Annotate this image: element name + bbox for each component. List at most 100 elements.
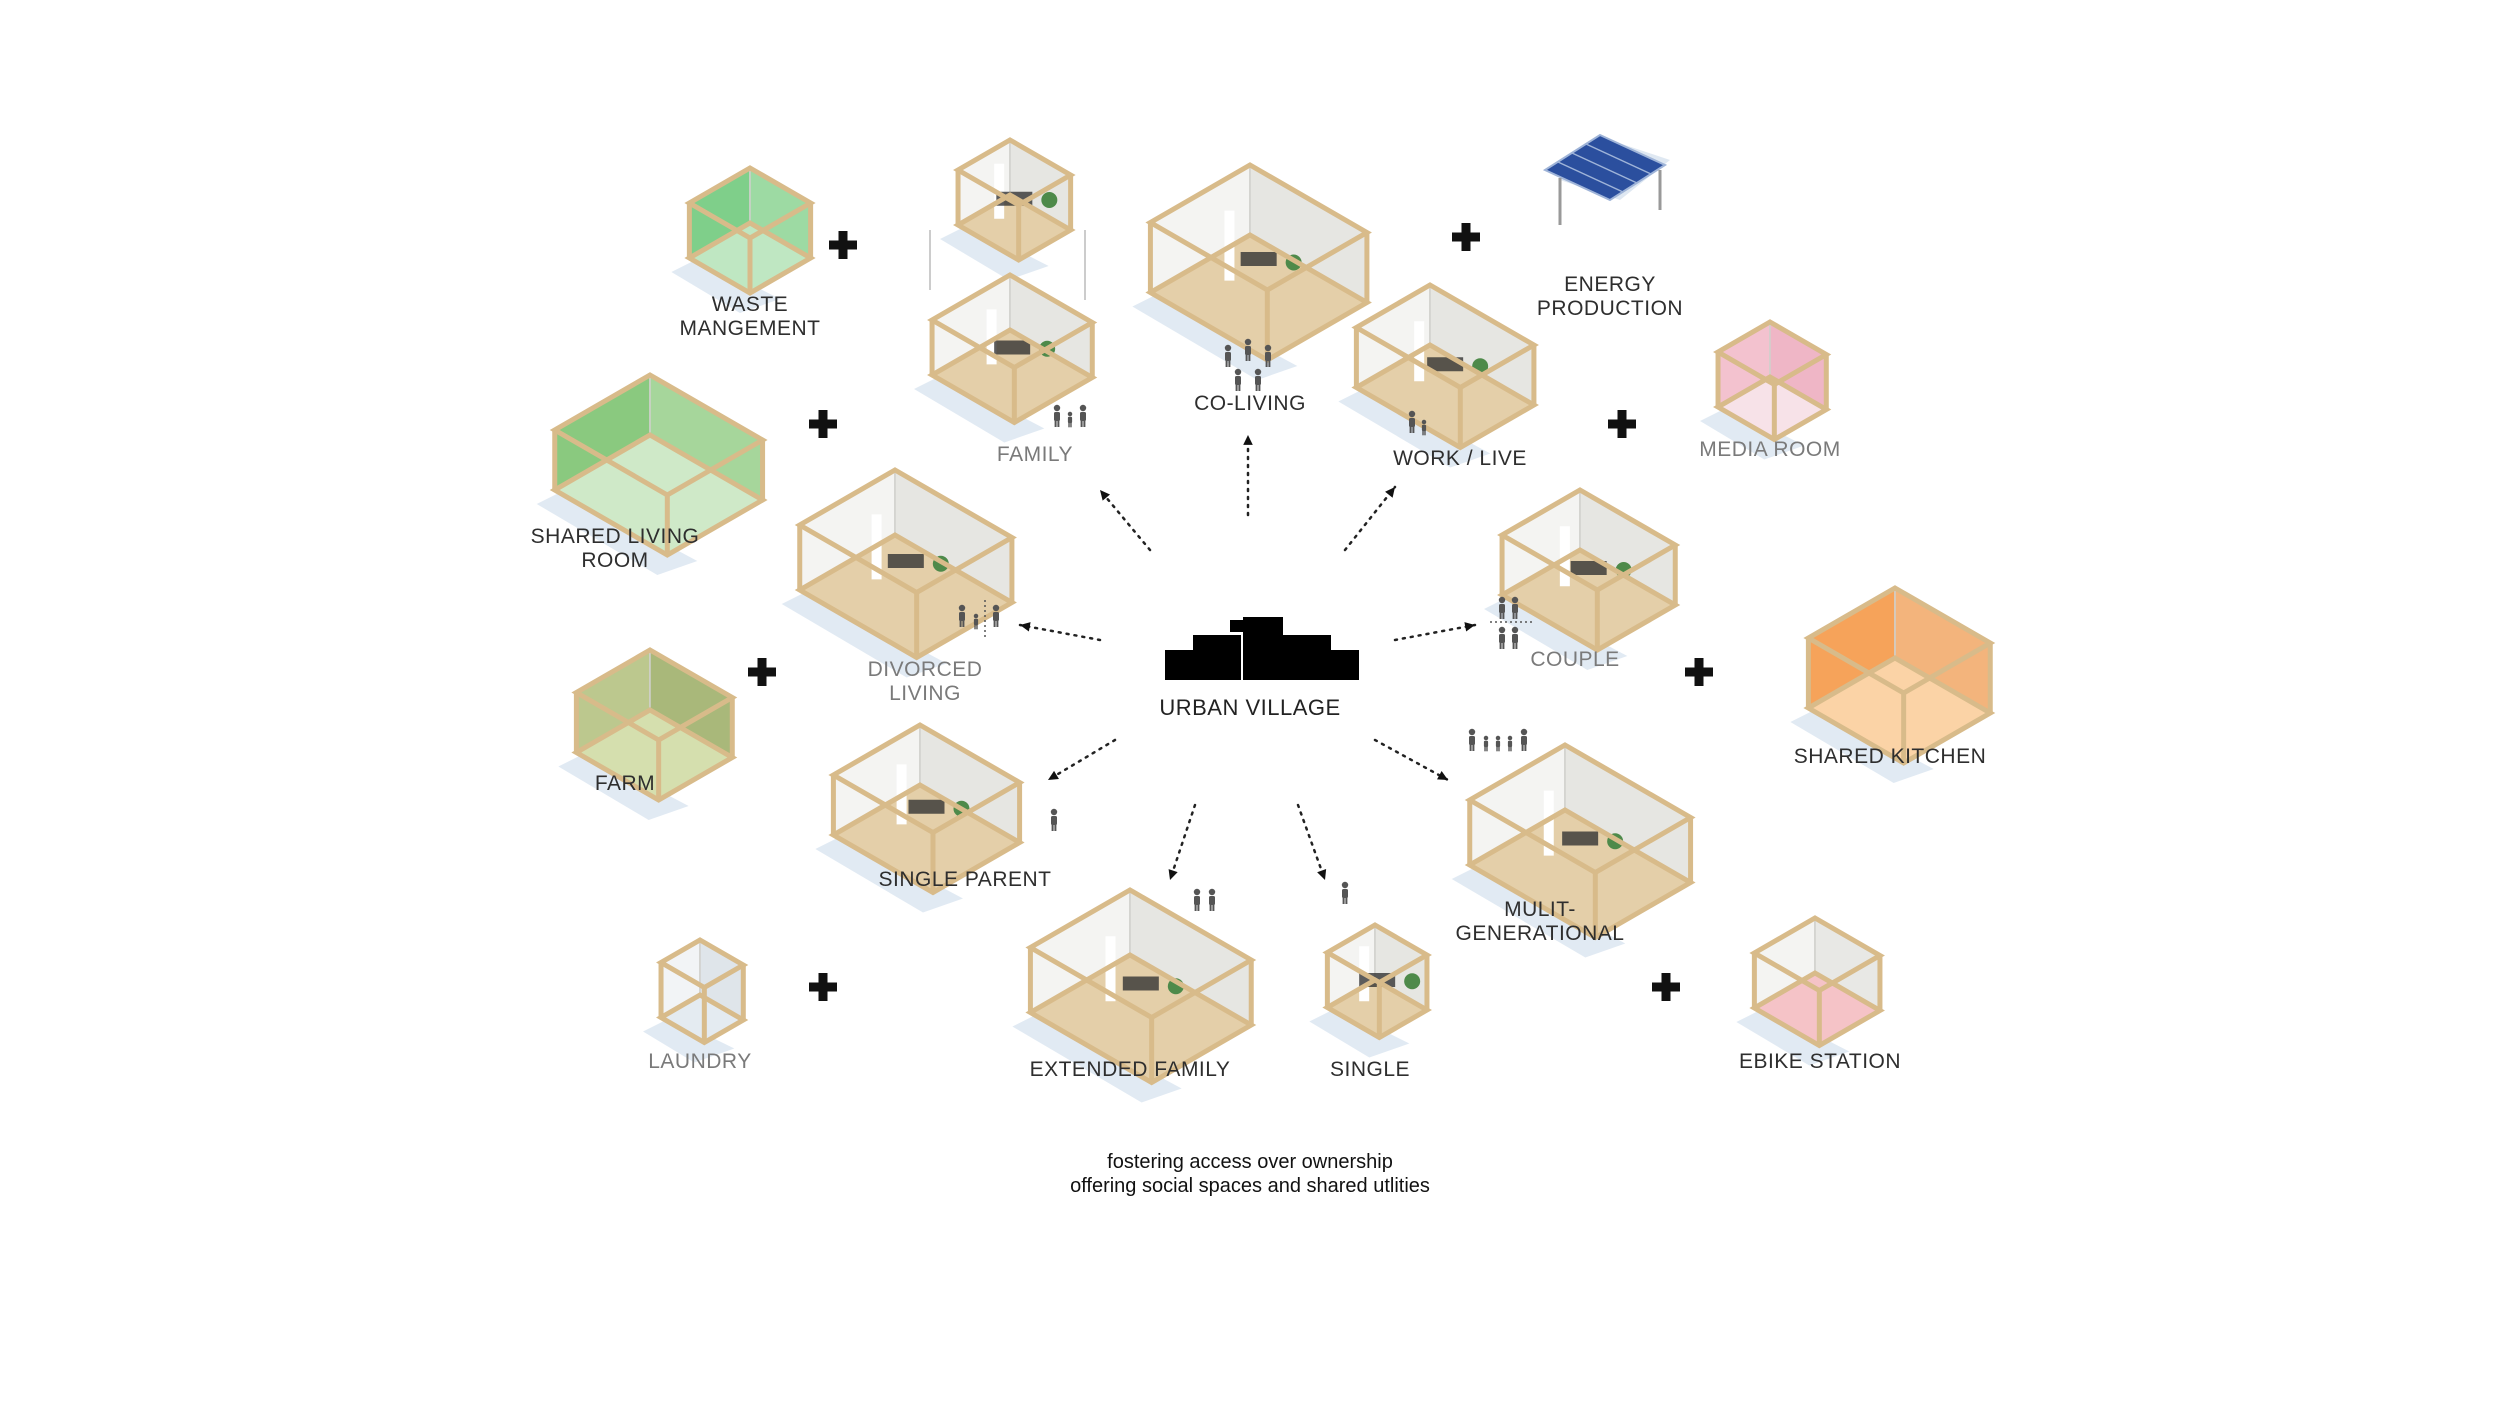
amenity-ebike-station [1736, 918, 1880, 1066]
arrow-to-co-living-head [1243, 435, 1253, 445]
caption-line-1: fostering access over ownership [950, 1150, 1550, 1174]
unit-family-lower [914, 275, 1092, 443]
single-parent-people-icon-leg [1052, 824, 1054, 831]
co-living-people-icon-leg [1238, 384, 1240, 391]
unit-multi-generational-furniture [1562, 832, 1598, 846]
label-shared-kitchen: SHARED KITCHEN [1780, 745, 2000, 769]
multi-gen-people-icon-leg [1472, 744, 1474, 751]
couple-people-icon-leg [1500, 612, 1502, 619]
extended-family-people-icon-body [1209, 896, 1215, 905]
family-people-icon-body [1080, 412, 1086, 421]
arrow-to-single [1298, 805, 1326, 880]
arrow-to-extended-family-head [1169, 869, 1178, 880]
multi-gen-people-icon-head [1469, 729, 1475, 735]
plus-kitchen-v [1695, 658, 1704, 686]
plus-waste [829, 231, 857, 259]
extended-family-people-icon-leg [1212, 904, 1214, 911]
label-single: SINGLE [1300, 1058, 1440, 1082]
family-people-icon [1054, 405, 1060, 427]
family-people-icon-head [1080, 405, 1086, 411]
unit-divorced-living [782, 470, 1012, 678]
multi-gen-people-icon-body [1508, 741, 1512, 747]
arrow-to-co-living [1243, 435, 1253, 515]
plus-ebike [1652, 973, 1680, 1001]
multi-gen-people-icon-leg [1486, 746, 1487, 751]
arrow-to-work-live-line [1345, 487, 1395, 550]
multi-gen-people-icon-body [1469, 736, 1475, 745]
plus-kitchen [1685, 658, 1713, 686]
single-parent-people-icon-body [1051, 816, 1057, 825]
work-live-people-icon-head [1409, 411, 1415, 417]
work-live-people-icon-leg [1410, 426, 1412, 433]
work-live-people-icon-leg [1422, 430, 1423, 435]
arrow-to-single-line [1298, 805, 1325, 880]
unit-extended-family-furniture [1123, 977, 1159, 991]
couple-people-icon [1512, 627, 1518, 649]
family-people-icon-leg [1068, 422, 1069, 427]
extended-family-people-icon-leg [1210, 904, 1212, 911]
multi-gen-people-icon-head [1508, 736, 1512, 740]
arrow-to-single-parent-line [1048, 740, 1115, 780]
plus-laundry-v [819, 973, 828, 1001]
plus-media-room-v [1618, 410, 1627, 438]
divorced-people-icon [993, 605, 999, 627]
arrow-to-couple [1395, 622, 1475, 640]
urban-village-skyline [1165, 617, 1359, 680]
couple-people-icon-body [1512, 634, 1518, 643]
single-people-icon-head [1342, 882, 1348, 888]
plus-energy [1452, 223, 1480, 251]
family-people-icon-body [1054, 412, 1060, 421]
co-living-people-icon-body [1245, 346, 1251, 355]
couple-people-icon-leg [1502, 612, 1504, 619]
label-extended-family: EXTENDED FAMILY [1010, 1058, 1250, 1082]
work-live-people-icon-leg [1412, 426, 1414, 433]
co-living-people-icon-leg [1266, 360, 1268, 367]
couple-people-icon-body [1499, 634, 1505, 643]
divorced-people-icon-body [974, 619, 978, 625]
family-people-icon-leg [1081, 420, 1083, 427]
couple-people-icon-leg [1513, 612, 1515, 619]
divorced-people-icon-leg [974, 624, 975, 629]
label-laundry: LAUNDRY [620, 1050, 780, 1074]
multi-gen-people-icon-head [1496, 736, 1500, 740]
skyline-block [1165, 650, 1193, 680]
skyline-block [1283, 635, 1331, 680]
family-people-icon-body [1068, 417, 1072, 423]
co-living-people-icon-leg [1256, 384, 1258, 391]
unit-single [1309, 925, 1427, 1058]
skyline-cap [1230, 620, 1275, 632]
multi-gen-people-icon [1521, 729, 1527, 751]
unit-divorced-living-furniture [888, 554, 924, 568]
arrow-to-family [1100, 490, 1150, 550]
extended-family-people-icon [1194, 889, 1200, 911]
divorced-people-icon-head [959, 605, 965, 611]
extended-family-people-icon-leg [1197, 904, 1199, 911]
arrow-to-multi-generational [1375, 740, 1448, 780]
skyline-block [1193, 635, 1241, 680]
work-live-people-icon-body [1409, 418, 1415, 427]
extended-family-people-icon-head [1209, 889, 1215, 895]
family-people-icon-leg [1083, 420, 1085, 427]
co-living-people-icon-leg [1228, 360, 1230, 367]
plus-media-room [1608, 410, 1636, 438]
single-parent-people-icon [1051, 809, 1057, 831]
unit-single-parent-furniture [908, 800, 944, 814]
label-waste-management: WASTE MANGEMENT [660, 293, 840, 341]
family-people-icon-leg [1070, 422, 1071, 427]
co-living-people-icon-leg [1248, 354, 1250, 361]
family-people-icon-leg [1057, 420, 1059, 427]
multi-gen-people-icon-leg [1498, 746, 1499, 751]
couple-people-icon-body [1499, 604, 1505, 613]
unit-family-upper [940, 140, 1071, 280]
label-family: FAMILY [960, 443, 1110, 467]
label-shared-living-room: SHARED LIVING ROOM [510, 525, 720, 573]
co-living-people-icon-body [1255, 376, 1261, 385]
caption-line-2: offering social spaces and shared utliti… [950, 1174, 1550, 1198]
divorced-people-icon-leg [996, 620, 998, 627]
arrow-to-family-line [1100, 490, 1150, 550]
multi-gen-people-icon [1469, 729, 1475, 751]
divorced-people-icon-leg [976, 624, 977, 629]
co-living-people-icon-body [1265, 352, 1271, 361]
arrow-to-multi-generational-line [1375, 740, 1448, 780]
